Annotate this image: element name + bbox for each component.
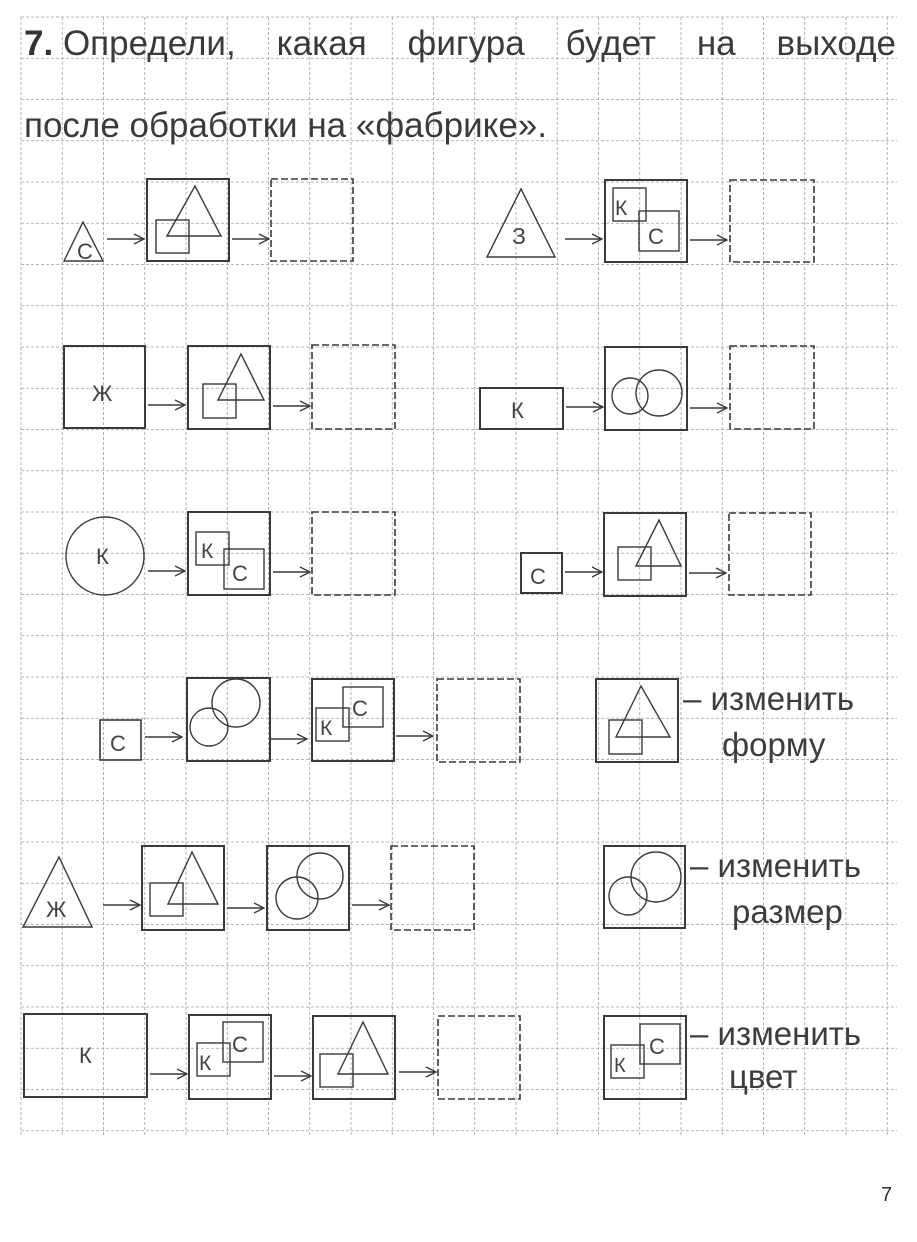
operation-change-shape-icon [141, 845, 225, 931]
svg-text:С: С [232, 561, 248, 586]
task-number: 7. [24, 24, 54, 63]
svg-text:С: С [352, 696, 368, 721]
svg-text:К: К [614, 1055, 626, 1077]
legend-change-shape-icon [595, 678, 679, 763]
input-letter: С [110, 731, 126, 756]
title-word: будет [565, 24, 656, 63]
operation-change-shape-icon [312, 1015, 396, 1100]
input-letter: С [77, 239, 93, 264]
task-title-line-1: 7. Определи, какая фигура будет на выход… [24, 24, 896, 64]
title-word: какая [276, 24, 367, 63]
operation-change-size-icon [266, 845, 350, 931]
legend-size-label-line2: размер [732, 893, 843, 930]
input-letter: Ж [92, 381, 113, 406]
answer-box-empty[interactable] [311, 344, 396, 430]
input-letter: З [512, 223, 526, 249]
svg-text:С: С [649, 1034, 665, 1059]
operation-change-color-icon: К С [188, 1014, 272, 1100]
input-letter: Ж [46, 897, 67, 922]
answer-box-empty[interactable] [437, 1015, 521, 1100]
input-large-square: Ж [63, 345, 146, 429]
puzzle-p8: Ж [21, 845, 475, 931]
legend-size-label-line1: – изменить [690, 847, 862, 884]
operation-change-color-icon: К С [311, 678, 395, 762]
input-small-triangle: С [62, 220, 105, 264]
input-large-rectangle: К [23, 1013, 148, 1098]
svg-text:К: К [615, 197, 628, 220]
puzzle-p3: Ж [63, 344, 396, 430]
operation-change-shape-icon [603, 512, 687, 597]
puzzle-p5: К К С [65, 511, 396, 596]
page-number: 7 [881, 1184, 893, 1206]
puzzle-p9: К К С [23, 1013, 521, 1100]
answer-box-empty[interactable] [311, 511, 396, 596]
answer-box-empty[interactable] [729, 345, 815, 430]
answer-box-empty[interactable] [728, 512, 812, 596]
input-large-rectangle: К [479, 387, 564, 430]
svg-text:К: К [320, 717, 333, 740]
operation-change-shape-icon [187, 345, 271, 430]
input-letter: К [511, 398, 524, 423]
legend-change-color-icon: К С [603, 1015, 687, 1100]
input-letter: С [530, 564, 546, 589]
input-large-triangle: З [485, 187, 557, 258]
legend-color-label-line2: цвет [729, 1058, 798, 1095]
operation-change-shape-icon [146, 178, 230, 262]
answer-box-empty[interactable] [436, 678, 521, 763]
svg-text:К: К [201, 540, 214, 563]
svg-text:С: С [648, 224, 664, 249]
legend-shape-label-line1: – изменить [683, 680, 855, 717]
operation-change-color-icon: К С [187, 511, 271, 596]
operation-change-color-icon: К С [604, 179, 688, 263]
legend-change-size-icon [603, 845, 686, 929]
operation-change-size-icon [604, 346, 688, 431]
puzzle-p2: З К С [485, 179, 815, 263]
puzzle-p6: С [520, 512, 812, 597]
task-number-and-first-word: 7. Определи, [24, 24, 236, 63]
title-word: выходе [776, 24, 896, 63]
puzzle-p7: С К С [99, 677, 521, 763]
answer-box-empty[interactable] [270, 178, 354, 262]
svg-text:С: С [232, 1032, 248, 1057]
title-word: на [696, 24, 736, 63]
input-large-triangle: Ж [21, 855, 94, 928]
puzzle-p4: К [479, 345, 815, 431]
operation-change-size-icon [186, 677, 271, 762]
task-title-line-2: после обработки на «фабрике». [24, 106, 548, 145]
legend-color-label-line1: – изменить [690, 1015, 862, 1052]
input-small-square: С [520, 552, 563, 594]
answer-box-empty[interactable] [729, 179, 815, 263]
input-letter: К [79, 1043, 92, 1068]
puzzle-p1: С [62, 178, 354, 264]
input-letter: К [96, 544, 109, 569]
answer-box-empty[interactable] [390, 845, 475, 931]
legend-shape-label-line2: форму [722, 726, 826, 763]
input-small-square: С [99, 719, 142, 761]
svg-text:К: К [199, 1052, 212, 1075]
input-large-circle: К [65, 516, 145, 596]
title-word: фигура [407, 24, 525, 63]
